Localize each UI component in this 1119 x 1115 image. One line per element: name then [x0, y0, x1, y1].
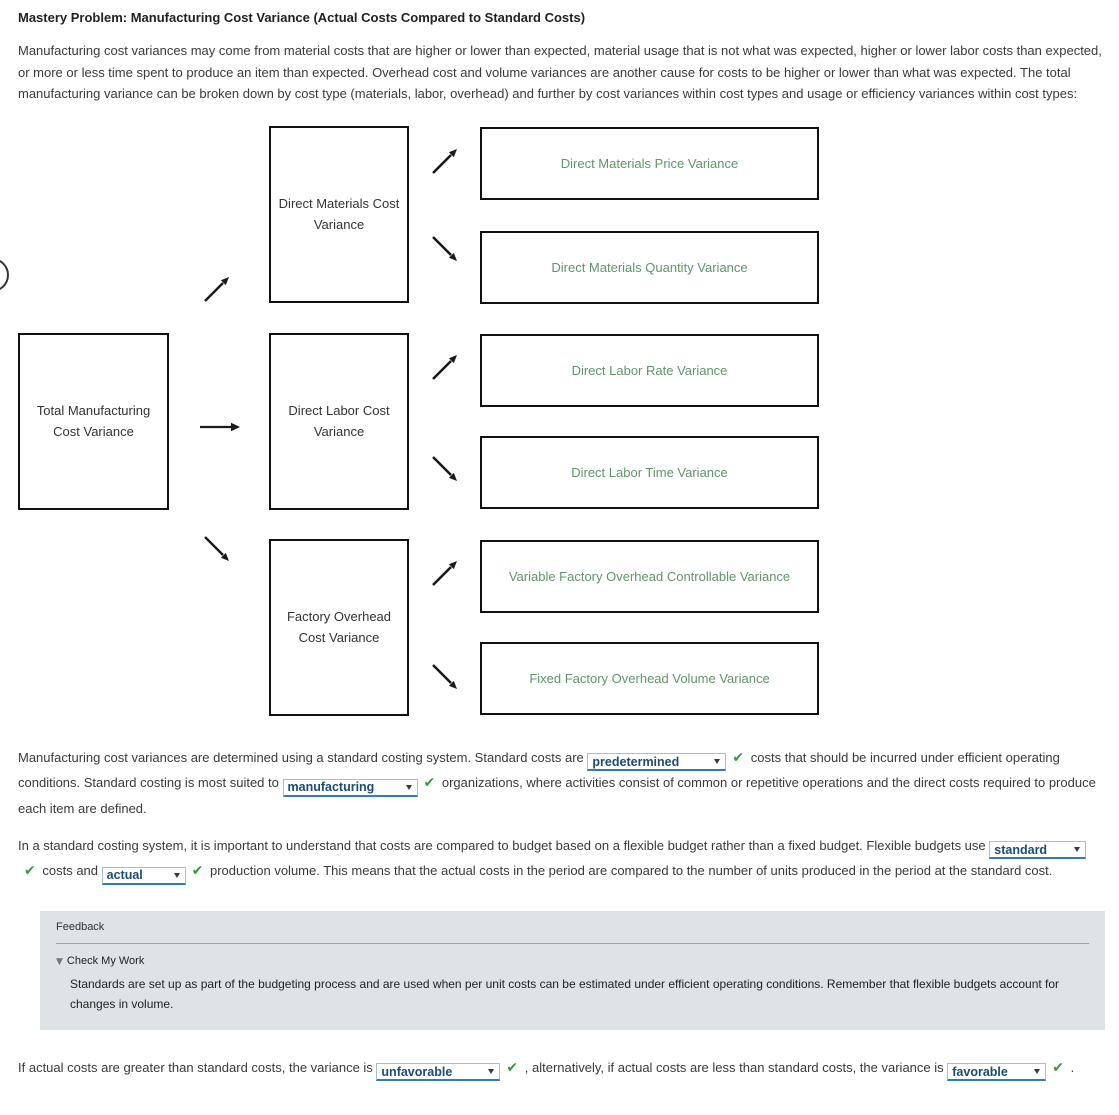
arrow-up-right-icon — [432, 354, 457, 380]
dropdown-value: standard — [994, 842, 1048, 857]
fill-paragraph-standard-costs: Manufacturing cost variances are determi… — [18, 746, 1103, 821]
text-segment: If actual costs are greater than standar… — [18, 1059, 373, 1075]
dropdown-standard[interactable]: standard — [989, 841, 1087, 859]
dropdown-favorable[interactable]: favorable — [947, 1063, 1047, 1081]
text-segment: Manufacturing cost variances are determi… — [18, 749, 584, 765]
fill-paragraph-favorable-unfavorable: If actual costs are greater than standar… — [18, 1056, 1103, 1081]
chevron-down-icon — [714, 759, 721, 764]
arrow-down-right-icon — [432, 663, 457, 689]
feedback-body: Standards are set up as part of the budg… — [70, 976, 1060, 1011]
arrow-up-right-icon — [432, 148, 457, 174]
box-label: Variable Factory Overhead Controllable V… — [508, 568, 791, 584]
box-label: Direct Labor Rate Variance — [571, 362, 728, 378]
chevron-down-icon — [1034, 1069, 1041, 1074]
box-fixed-factory-overhead-volume-variance: Fixed Factory Overhead Volume Variance — [480, 641, 819, 715]
box-label: Direct Labor Cost Variance — [288, 403, 390, 439]
variance-flowchart: Total Manufacturing Cost Variance Direct… — [0, 112, 1119, 722]
box-direct-materials-cost-variance: Direct Materials Cost Variance — [269, 125, 409, 303]
arrow-down-right-icon — [432, 235, 457, 261]
arrow-down-right-icon — [432, 455, 457, 481]
chevron-down-icon — [173, 872, 180, 878]
text-segment: organizations, where activities consist … — [18, 775, 1096, 816]
correct-check-icon: ✔ — [423, 775, 436, 791]
box-direct-materials-quantity-variance: Direct Materials Quantity Variance — [480, 230, 819, 304]
box-direct-labor-rate-variance: Direct Labor Rate Variance — [480, 333, 819, 407]
box-label: Total Manufacturing Cost Variance — [36, 403, 151, 439]
collapse-triangle-icon: ▼ — [56, 956, 63, 967]
box-label: Direct Materials Price Variance — [560, 155, 739, 171]
correct-check-icon: ✔ — [732, 749, 745, 766]
dropdown-unfavorable[interactable]: unfavorable — [376, 1063, 501, 1081]
text-segment: production volume. This means that the a… — [210, 863, 1053, 878]
chevron-down-icon — [488, 1069, 495, 1074]
box-direct-materials-price-variance: Direct Materials Price Variance — [480, 126, 819, 200]
intro-paragraph: Manufacturing cost variances may come fr… — [18, 43, 1102, 101]
chevron-down-icon — [405, 784, 412, 790]
box-direct-labor-time-variance: Direct Labor Time Variance — [480, 435, 819, 509]
box-total-manufacturing-cost-variance: Total Manufacturing Cost Variance — [18, 332, 169, 510]
arrow-up-right-icon — [432, 560, 457, 586]
chevron-down-icon — [1074, 847, 1081, 852]
text-segment: In a standard costing system, it is impo… — [18, 837, 986, 853]
dropdown-value: actual — [106, 868, 143, 882]
text-segment: , alternatively, if actual costs are les… — [524, 1059, 944, 1075]
box-label: Direct Materials Quantity Variance — [551, 259, 748, 275]
dropdown-predetermined[interactable]: predetermined — [587, 753, 727, 771]
dropdown-value: unfavorable — [381, 1064, 453, 1079]
box-label: Fixed Factory Overhead Volume Variance — [529, 670, 770, 686]
dropdown-value: predetermined — [592, 754, 680, 769]
text-segment: costs that should be incurred under effi… — [18, 749, 1060, 791]
correct-check-icon: ✔ — [24, 863, 36, 879]
text-segment: costs and — [42, 863, 99, 878]
correct-check-icon: ✔ — [1052, 1059, 1064, 1076]
box-label: Direct Labor Time Variance — [571, 464, 728, 480]
box-label: Factory Overhead Cost Variance — [286, 609, 392, 645]
dropdown-actual[interactable]: actual — [101, 866, 186, 885]
check-my-work-label: Check My Work — [66, 954, 145, 967]
clipped-circle-decoration — [0, 257, 9, 292]
arrow-up-right-icon — [204, 276, 229, 302]
text-segment: . — [1070, 1059, 1075, 1075]
check-my-work-toggle[interactable]: ▼Check My Work — [56, 955, 1089, 967]
correct-check-icon: ✔ — [506, 1059, 519, 1076]
dropdown-manufacturing[interactable]: manufacturing — [282, 778, 418, 797]
box-label: Direct Materials Cost Variance — [278, 196, 400, 232]
dropdown-value: manufacturing — [287, 780, 375, 794]
feedback-divider — [56, 942, 1089, 944]
feedback-panel: Feedback ▼Check My Work Standards are se… — [40, 910, 1105, 1030]
arrow-right-icon — [200, 422, 240, 431]
page-title: Mastery Problem: Manufacturing Cost Vari… — [18, 10, 586, 25]
box-direct-labor-cost-variance: Direct Labor Cost Variance — [269, 332, 409, 510]
box-variable-factory-overhead-controllable-variance: Variable Factory Overhead Controllable V… — [480, 539, 819, 613]
correct-check-icon: ✔ — [191, 863, 204, 879]
fill-paragraph-flexible-budgets: In a standard costing system, it is impo… — [18, 834, 1103, 885]
arrow-down-right-icon — [204, 535, 229, 561]
box-factory-overhead-cost-variance: Factory Overhead Cost Variance — [269, 538, 409, 716]
dropdown-value: favorable — [952, 1064, 1008, 1079]
feedback-title: Feedback — [56, 920, 105, 933]
